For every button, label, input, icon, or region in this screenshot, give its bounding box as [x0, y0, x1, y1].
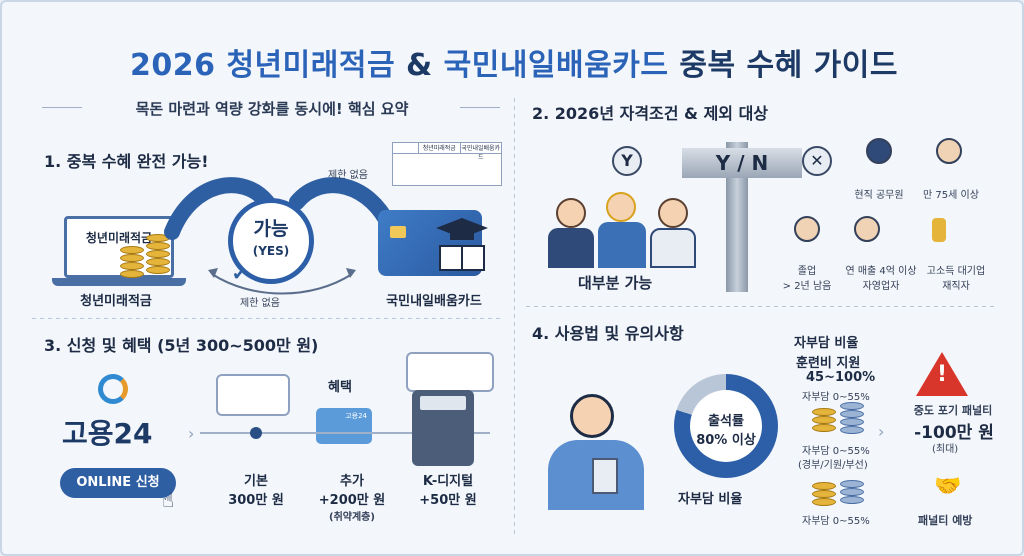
- self-ratio-top-label: 자부담 비율: [794, 336, 859, 351]
- support-range: 45~100%: [806, 370, 876, 385]
- self-burden-c: 자부담 0~55%: [802, 516, 870, 527]
- step-basic-amount: 300만 원: [228, 493, 284, 508]
- step-additional-amount: +200만 원: [318, 493, 386, 508]
- subtitle-line-right: [460, 107, 500, 108]
- speech-bubble-1: [216, 374, 290, 416]
- coins-icon-1: [812, 408, 836, 432]
- table-header-1: 청년미래적금: [419, 143, 461, 153]
- right-horizontal-divider: [526, 306, 996, 307]
- chevron-right-icon-2: ›: [878, 422, 885, 441]
- title-part2: 국민내일배움카드: [443, 48, 669, 83]
- businessman-icon: [854, 216, 880, 242]
- step-kdigital-title: K-디지털: [422, 474, 474, 489]
- table-header-2: 국민내일배움카드: [461, 145, 501, 161]
- step-additional-note: (취약계층): [329, 512, 375, 523]
- money-bag-icon: [932, 218, 946, 242]
- attendance-label: 출석률 80% 이상: [674, 410, 778, 448]
- laptop-screen-label: 청년미래적금: [85, 231, 153, 245]
- no-limit-bottom: 제한 없음: [240, 298, 280, 309]
- comparison-table-icon: 청년미래적금 국민내일배움카드: [392, 142, 502, 186]
- handshake-icon: 🤝: [934, 474, 962, 499]
- left-product-label: 청년미래적금: [80, 294, 152, 309]
- benefit-card-text: 고용24: [345, 412, 367, 420]
- possible-main: 가능: [253, 218, 289, 240]
- yes-badge: Y: [612, 146, 642, 176]
- coin-stack-icon-2: [146, 234, 170, 274]
- attendance-label-line2: 80% 이상: [696, 433, 756, 448]
- police-officer-icon: [866, 138, 892, 164]
- elderly-icon: [936, 138, 962, 164]
- possible-sub: (YES): [252, 244, 290, 258]
- coins-icon-2: [840, 402, 864, 434]
- penalty-prevent-label: 패널티 예방: [918, 514, 973, 527]
- self-ratio-bottom-label: 자부담 비율: [678, 492, 743, 507]
- benefit-card-icon: 고용24: [316, 408, 372, 444]
- goyong24-logo-text: 고용24: [62, 417, 153, 450]
- page-title: 2026 청년미래적금 & 국민내일배움카드 중복 수혜 가이드: [2, 40, 1022, 84]
- step-additional: 추가 +200만 원 (취약계층): [302, 470, 402, 523]
- speech-bubble-2: [406, 352, 494, 392]
- graduate-icon: [794, 216, 820, 242]
- support-title: 훈련비 지원: [796, 356, 861, 371]
- section1-heading: 1. 중복 수혜 완전 가능!: [44, 152, 209, 171]
- title-part3: 중복 수혜 가이드: [679, 48, 898, 83]
- attendance-label-line1: 출석률: [708, 414, 744, 429]
- penalty-note: (최대): [932, 444, 959, 455]
- most-possible-label: 대부분 가능: [578, 274, 653, 292]
- man-head-icon: [570, 394, 614, 438]
- signpost-pole: [726, 142, 748, 292]
- self-burden-b-note: (경부/기원/부선): [798, 460, 868, 471]
- exclusion-age: 만 75세 이상: [923, 190, 979, 201]
- exclusion-self-employed: 연 매출 4억 이상 자영업자: [845, 266, 917, 292]
- warning-exclamation: !: [937, 362, 948, 387]
- self-burden-a: 자부담 0~55%: [802, 392, 870, 403]
- laptop-base: [52, 278, 186, 286]
- title-part1: 2026 청년미래적금: [130, 48, 396, 83]
- possible-badge: [228, 198, 314, 284]
- section2-heading: 2. 2026년 자격조건 & 제외 대상: [532, 104, 769, 123]
- timeline-dot-1: [250, 427, 262, 439]
- subtitle-line-left: [42, 107, 82, 108]
- warning-icon: [916, 352, 968, 396]
- coins-icon-3: [812, 482, 836, 506]
- step-basic-title: 기본: [244, 474, 268, 489]
- exclusion-public-servant: 현직 공무원: [854, 190, 904, 201]
- tablet-icon: [592, 458, 618, 494]
- title-amp: &: [406, 48, 433, 83]
- no-badge: ✕: [802, 146, 832, 176]
- exclusion-graduation: 졸업 > 2년 남음: [782, 266, 832, 292]
- graduation-book-icon: [436, 218, 488, 271]
- left-horizontal-divider: [32, 318, 502, 319]
- section3-heading: 3. 신청 및 혜택 (5년 300~500만 원): [44, 336, 319, 355]
- step-basic: 기본 300만 원: [216, 470, 296, 508]
- card-chip: [390, 226, 406, 238]
- step-additional-title: 추가: [340, 474, 364, 489]
- penalty-amount: -100만 원: [914, 423, 994, 443]
- benefit-timeline: [200, 432, 490, 434]
- check-icon: ✔: [232, 264, 248, 285]
- hand-cursor-icon: ☝: [162, 488, 175, 512]
- coin-stack-icon: [120, 246, 144, 278]
- chevron-right-icon: ›: [188, 424, 195, 443]
- subtitle: 목돈 마련과 역량 강화를 동시에! 핵심 요약: [135, 100, 409, 118]
- goyong24-logo-icon: [98, 374, 128, 404]
- self-burden-b: 자부담 0~55%: [802, 446, 870, 457]
- step-kdigital: K-디지털 +50만 원: [408, 470, 488, 508]
- coins-icon-4: [840, 480, 864, 504]
- possible-badge-text: 가능 (YES): [228, 218, 314, 262]
- exclusion-high-income: 고소득 대기업 재직자: [926, 266, 986, 292]
- no-limit-top: 제한 없음: [328, 170, 368, 181]
- online-apply-button[interactable]: ONLINE 신청: [60, 468, 176, 498]
- benefit-label: 혜택: [328, 380, 352, 395]
- right-product-label: 국민내일배움카드: [386, 294, 482, 309]
- attendance-donut-center: [690, 390, 762, 462]
- penalty-title: 중도 포기 패널티: [913, 404, 993, 417]
- yes-no-sign: Y / N: [682, 148, 802, 178]
- section4-heading: 4. 사용법 및 유의사항: [532, 324, 684, 343]
- calculator-screen: [420, 396, 466, 410]
- step-kdigital-amount: +50만 원: [419, 493, 477, 508]
- vertical-divider: [514, 98, 515, 538]
